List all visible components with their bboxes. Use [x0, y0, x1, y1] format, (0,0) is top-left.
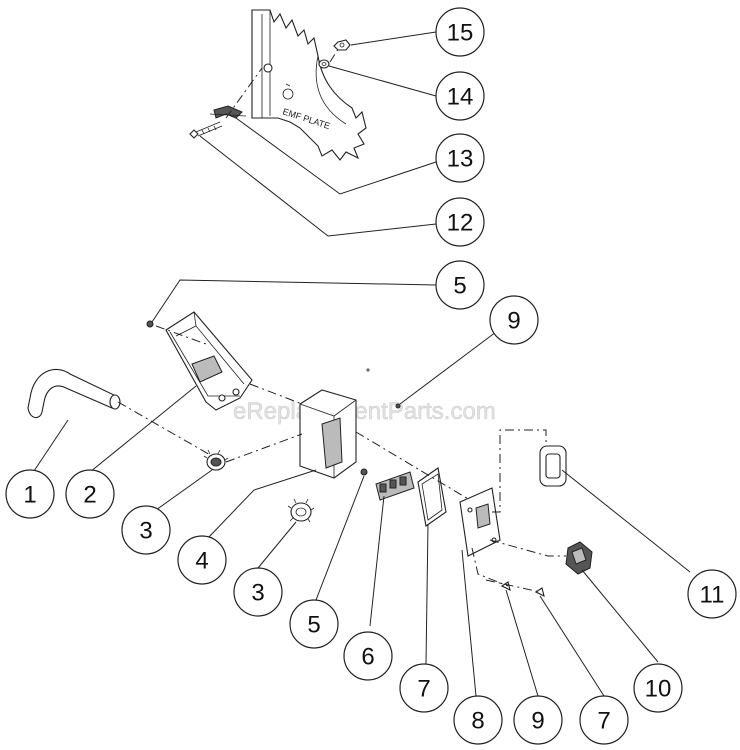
- nut-3-lower: [287, 498, 315, 523]
- svg-text:12: 12: [447, 210, 474, 237]
- callout-14: 14: [435, 71, 485, 121]
- screw-9-upper: [395, 403, 401, 409]
- bracket-2: [165, 311, 253, 411]
- svg-text:9: 9: [531, 708, 544, 735]
- svg-text:11: 11: [700, 582, 725, 609]
- svg-text:9: 9: [507, 308, 520, 335]
- leader-lines: [29, 31, 691, 697]
- callout-9-upper: 9: [489, 295, 539, 345]
- wire-clip-13: [209, 105, 247, 119]
- callout-8: 8: [453, 695, 503, 745]
- svg-text:8: 8: [471, 708, 484, 735]
- screw-12: [189, 121, 223, 139]
- callout-10: 10: [633, 663, 683, 713]
- svg-text:6: 6: [361, 644, 374, 671]
- grommet-3-upper: [203, 449, 229, 471]
- screw-7-lower: [534, 587, 545, 598]
- svg-text:15: 15: [447, 20, 474, 47]
- callout-7-upper: 7: [399, 663, 449, 713]
- callout-3-upper: 3: [121, 505, 171, 555]
- callout-7-lower: 7: [579, 695, 629, 745]
- callout-2: 2: [65, 469, 115, 519]
- gasket-7: [417, 467, 447, 527]
- callout-15: 15: [435, 7, 485, 57]
- callout-6: 6: [343, 631, 393, 681]
- watermark-text: eReplacementParts.com: [233, 398, 496, 425]
- callout-3-lower: 3: [233, 567, 283, 617]
- handle-tube-1: [27, 369, 121, 419]
- svg-text:5: 5: [453, 273, 466, 300]
- emf-plate: EMF PLATE: [251, 9, 367, 161]
- terminal-block-6: [375, 471, 415, 501]
- svg-text:4: 4: [195, 548, 208, 575]
- callout-1: 1: [5, 469, 55, 519]
- callout-5-upper: 5: [435, 260, 485, 310]
- rocker-switch-10: [565, 541, 593, 575]
- svg-text:1: 1: [23, 482, 36, 509]
- svg-text:2: 2: [83, 482, 96, 509]
- svg-text:5: 5: [307, 612, 320, 639]
- bezel-11: [539, 445, 567, 487]
- assembly-lines: [117, 45, 566, 593]
- callout-11: 11: [687, 569, 737, 619]
- callout-13: 13: [435, 133, 485, 183]
- switch-box-4: [299, 389, 357, 479]
- nut-15: [333, 39, 351, 51]
- svg-text:10: 10: [645, 676, 672, 703]
- callout-12: 12: [435, 197, 485, 247]
- svg-text:7: 7: [417, 676, 430, 703]
- svg-text:14: 14: [447, 84, 474, 111]
- screw-5-upper: [146, 320, 154, 328]
- svg-text:3: 3: [139, 518, 152, 545]
- face-plate-8: [459, 487, 501, 557]
- center-mark: [366, 368, 370, 372]
- svg-text:7: 7: [597, 708, 610, 735]
- screw-5-lower: [360, 468, 368, 476]
- svg-text:13: 13: [447, 146, 474, 173]
- washer-14: [318, 59, 330, 69]
- callout-4: 4: [177, 535, 227, 585]
- svg-text:3: 3: [251, 580, 264, 607]
- screw-9-lower: [500, 581, 511, 592]
- callout-9-lower: 9: [513, 695, 563, 745]
- callout-5-lower: 5: [289, 599, 339, 649]
